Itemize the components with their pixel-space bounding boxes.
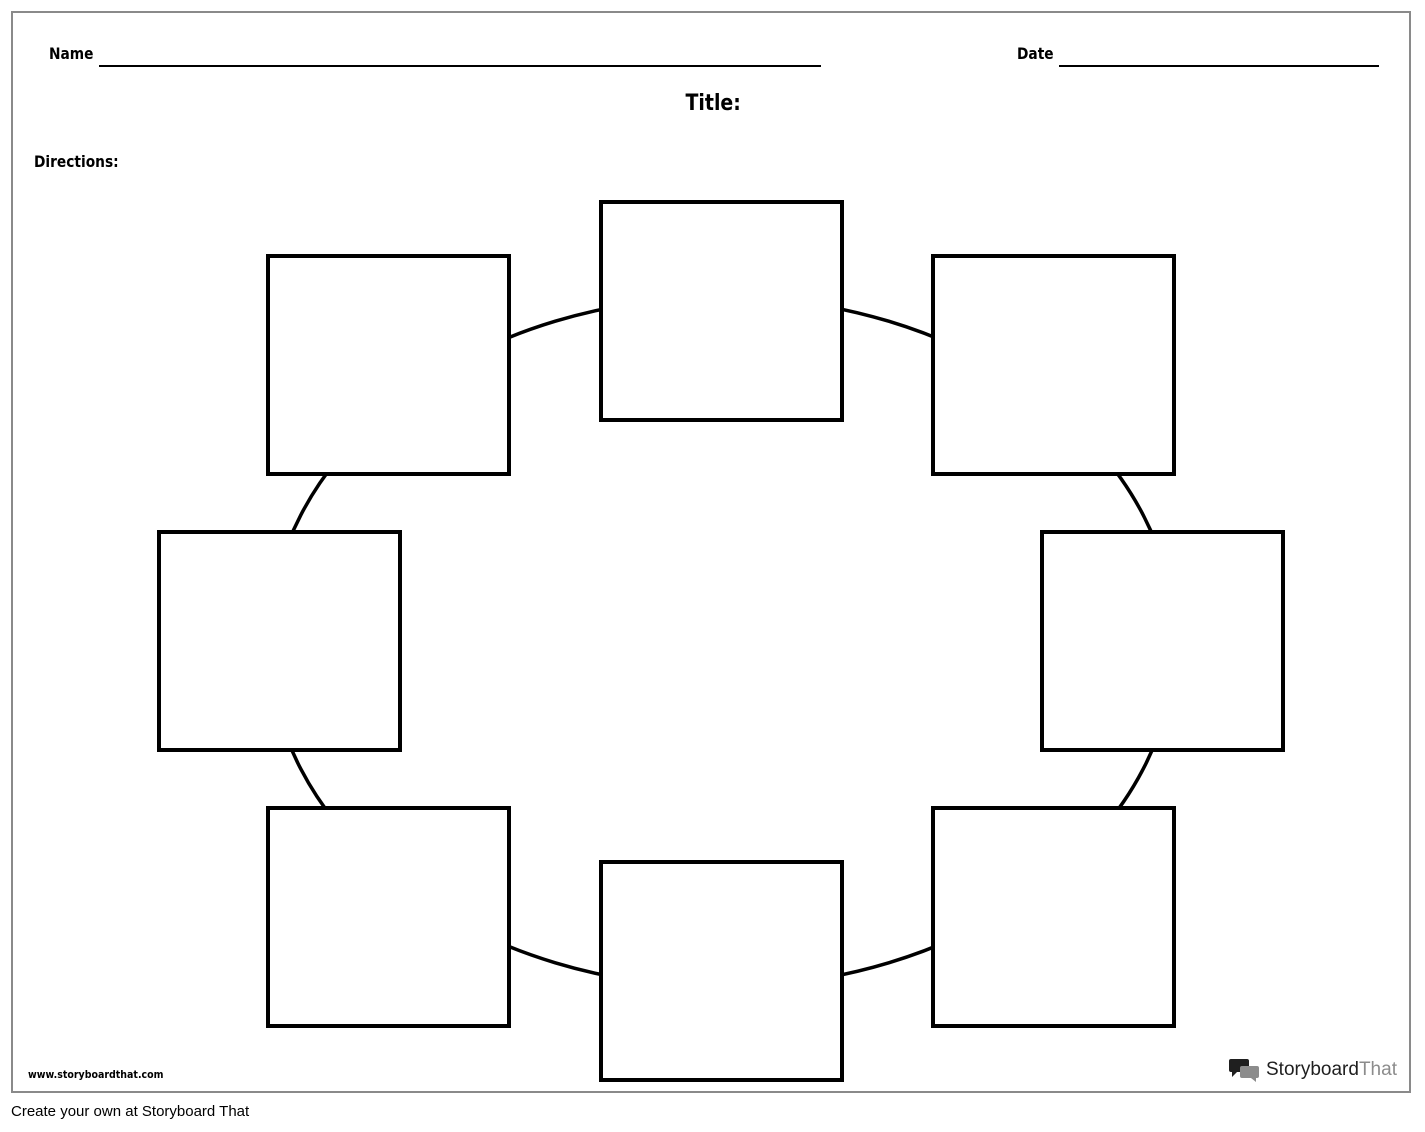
worksheet: Name Date Title: Directions: www.storybo… <box>11 11 1411 1093</box>
name-label: Name <box>49 44 94 63</box>
date-line <box>1059 65 1379 67</box>
logo-text-light: That <box>1358 1059 1397 1080</box>
cycle-box-bottom-left <box>266 806 511 1028</box>
cycle-diagram <box>157 200 1285 1082</box>
date-label: Date <box>1017 44 1054 63</box>
website-url: www.storyboardthat.com <box>28 1068 164 1081</box>
speech-bubbles-icon <box>1229 1059 1259 1082</box>
storyboardthat-logo: StoryboardThat <box>1228 1056 1397 1084</box>
cycle-box-top <box>599 200 844 422</box>
cycle-box-top-left <box>266 254 511 476</box>
logo-text-dark: Storyboard <box>1266 1059 1359 1080</box>
cycle-box-bottom <box>599 860 844 1082</box>
cycle-box-right <box>1040 530 1285 752</box>
page-title: Title: <box>685 91 741 116</box>
cycle-box-left <box>157 530 402 752</box>
cycle-box-top-right <box>931 254 1176 476</box>
directions-label: Directions: <box>34 152 119 171</box>
footer-credit[interactable]: Create your own at Storyboard That <box>11 1103 250 1120</box>
name-line <box>99 65 821 67</box>
cycle-box-bottom-right <box>931 806 1176 1028</box>
